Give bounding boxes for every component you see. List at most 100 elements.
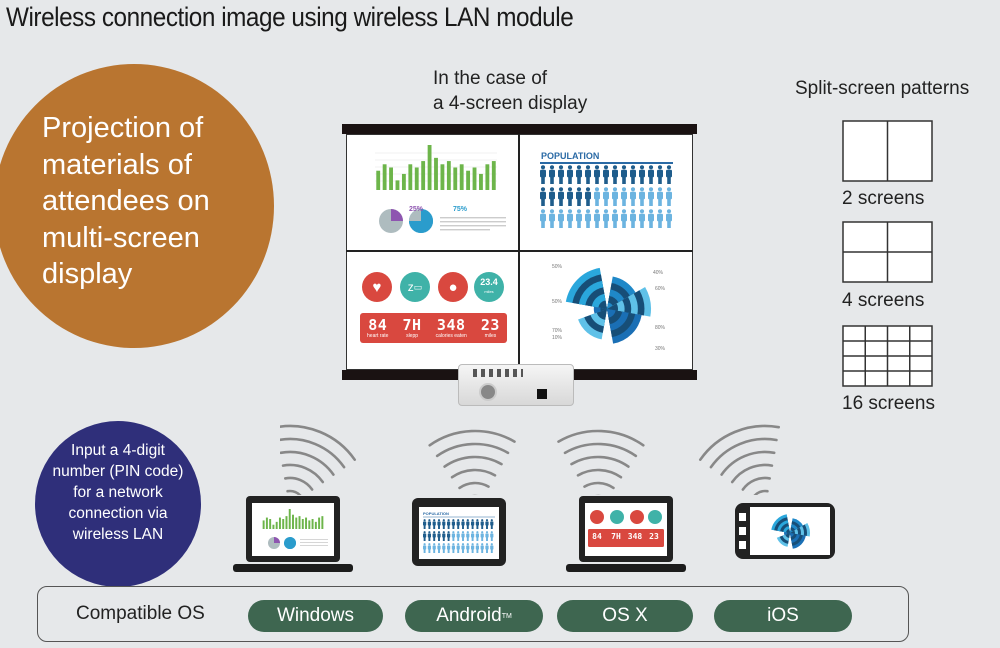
bar: [275, 521, 278, 529]
person-figure: [666, 209, 672, 228]
polar-label: 60%: [655, 286, 666, 292]
wifi-arc: [583, 481, 615, 490]
person-figure: [648, 165, 654, 184]
bar: [301, 519, 304, 529]
bar-series: [376, 145, 496, 190]
person-figure: [648, 187, 654, 206]
bar: [272, 524, 275, 529]
person-figure: [427, 519, 431, 529]
person-figure: [437, 531, 441, 541]
pattern-label-2: 2 screens: [842, 188, 925, 209]
bar: [466, 170, 471, 190]
pin-callout-text: Input a 4-digit number (PIN code) for a …: [52, 442, 184, 543]
mini-stat-value: 348: [628, 532, 643, 541]
bar: [472, 167, 477, 190]
person-figure: [576, 165, 582, 184]
polar-sector: [596, 309, 607, 320]
person-figure: [540, 187, 546, 206]
wifi-arc: [284, 476, 314, 491]
wifi-icon: [698, 424, 780, 495]
text-line: [300, 542, 328, 543]
person-figure: [612, 165, 618, 184]
bar: [262, 520, 265, 529]
pie-slice: [284, 537, 296, 549]
person-figure: [594, 165, 600, 184]
wifi-arc: [280, 450, 335, 476]
person-figure: [666, 187, 672, 206]
bar: [434, 157, 438, 190]
bar: [285, 516, 288, 529]
screen-divider-horizontal: [346, 250, 693, 252]
distance-badge-unit: miles: [484, 289, 494, 294]
quadrant-polar-chart: 50% 40% 60% 50% 70% 10% 80% 30%: [552, 264, 666, 352]
bar: [269, 519, 272, 529]
person-figure: [621, 165, 627, 184]
person-figure: [490, 531, 494, 541]
bar: [278, 517, 281, 529]
bar: [295, 517, 298, 529]
bar: [491, 161, 496, 190]
mini-fitness-icon: [590, 510, 604, 524]
person-figure: [427, 543, 431, 553]
person-figure: [585, 209, 591, 228]
polar-sector: [607, 309, 616, 318]
polar-sector: [598, 300, 607, 309]
person-figure: [485, 543, 489, 553]
pattern-16-screens: [842, 325, 933, 387]
laptop-1: [246, 496, 340, 562]
person-figure: [576, 187, 582, 206]
pie-label-right: 75%: [453, 206, 468, 213]
mini-people: [423, 519, 494, 553]
laptop-1-screen: [252, 503, 334, 556]
person-figure: [630, 209, 636, 228]
os-pill-osx: OS X: [557, 600, 693, 632]
pie-label-left: 25%: [409, 206, 424, 213]
person-figure: [666, 165, 672, 184]
screen-top-bar: [342, 124, 697, 134]
wifi-arc: [281, 463, 325, 484]
person-figure: [594, 187, 600, 206]
wifi-arc: [286, 489, 302, 495]
wifi-icon: [557, 429, 645, 495]
person-figure: [630, 165, 636, 184]
person-figure: [612, 187, 618, 206]
bar: [446, 161, 451, 190]
body-text-lines: [440, 217, 506, 231]
page-title: Wireless connection image using wireless…: [6, 2, 574, 32]
person-figure: [657, 209, 663, 228]
person-figure: [471, 531, 475, 541]
wifi-arc: [753, 489, 769, 495]
polar-label: 50%: [552, 264, 563, 270]
wifi-arc: [458, 481, 490, 490]
bar: [401, 173, 406, 190]
person-figure: [576, 209, 582, 228]
person-figure: [437, 543, 441, 553]
person-figure: [475, 519, 479, 529]
polar-label: 70%: [552, 328, 563, 334]
wifi-arc: [709, 437, 778, 469]
bar: [318, 517, 321, 529]
person-figure: [549, 187, 555, 206]
person-figure: [657, 187, 663, 206]
pattern-2-screens: [842, 120, 933, 182]
quadrant-bar-chart: 25% 75%: [375, 145, 506, 233]
polar-label: 30%: [655, 346, 666, 352]
person-figure: [549, 209, 555, 228]
person-figure: [423, 519, 427, 529]
bar: [305, 517, 308, 529]
wifi-arc: [280, 424, 357, 461]
person-figure: [475, 531, 479, 541]
projection-callout-text: Projection of materials of attendees on …: [42, 112, 210, 290]
polar-sector: [790, 530, 795, 534]
population-figures: [540, 165, 672, 228]
person-figure: [558, 165, 564, 184]
screen-caption: In the case of a 4-screen display: [433, 68, 588, 114]
wifi-arc: [443, 455, 503, 468]
projector: [458, 364, 574, 406]
wifi-arc: [557, 429, 645, 447]
bar: [421, 161, 426, 190]
person-figure: [461, 519, 465, 529]
bar: [395, 180, 400, 190]
